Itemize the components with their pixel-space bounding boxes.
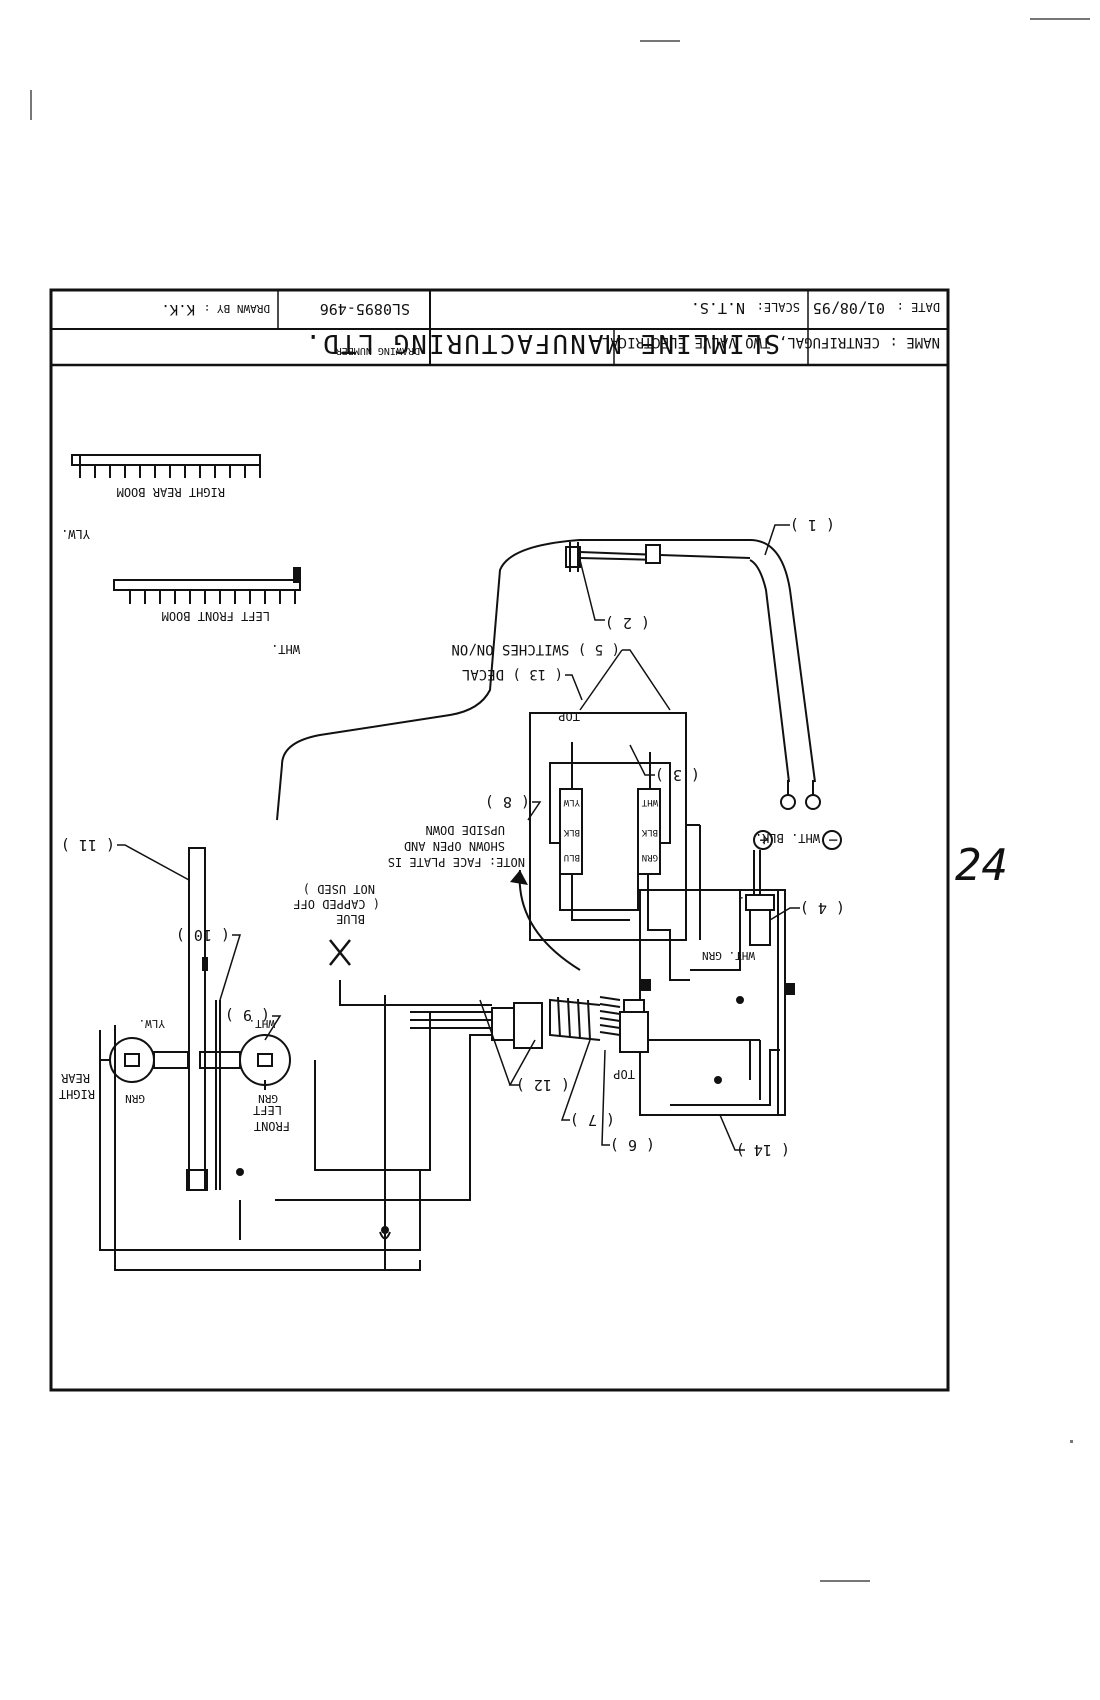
blue-label-1: BLUE — [336, 912, 365, 926]
grn-valve-label-2: GRN — [125, 1092, 145, 1105]
note-line-2: SHOWN OPEN AND — [404, 839, 505, 853]
switch2-label-b: BLK — [563, 827, 580, 837]
conduit-assembly — [410, 996, 649, 1053]
callout-2: ( 2 ) — [605, 614, 650, 632]
valve-front-left — [199, 1034, 291, 1086]
callout-11: ( 11 ) — [61, 836, 115, 854]
valve-wiring — [99, 995, 492, 1271]
callout-3: ( 3 ) — [655, 766, 700, 784]
title-drawn-by-label: DRAWN BY : — [204, 302, 270, 315]
front-label-2: LEFT — [253, 1103, 282, 1117]
grn-valve-label-1: GRN — [258, 1092, 278, 1105]
title-block: NAME : CENTRIFUGAL, TWO VALVE ELECTRICAL… — [51, 290, 948, 367]
page-number: 24 — [955, 840, 1008, 891]
callout-6: ( 6 ) — [610, 1136, 655, 1154]
title-drawing-number-label: DRAWING NUMBER — [335, 345, 420, 356]
battery-cable — [276, 539, 816, 821]
battery-wht-blk-label: WHT. BLK. — [755, 831, 820, 845]
battery-minus: − — [828, 831, 838, 850]
top-label-box: TOP — [613, 1067, 635, 1081]
title-drawing-number-value: SL0895-496 — [320, 300, 410, 318]
right-label-2: REAR — [60, 1071, 90, 1085]
title-drawn-by-value: K.K. — [161, 301, 195, 317]
rotated-drawing: NAME : CENTRIFUGAL, TWO VALVE ELECTRICAL… — [49, 288, 950, 1392]
boom-ylw-label: YLW. — [61, 527, 90, 541]
right-rear-boom — [71, 454, 261, 478]
callout-10: ( 10 ) — [176, 926, 230, 944]
wht-grn-label: WHT. GRN — [702, 949, 755, 962]
ylw-valve-label: YLW. — [139, 1017, 166, 1030]
switch2-label-a: BLU — [564, 852, 580, 862]
blue-label-3: NOT USED ) — [303, 882, 375, 896]
battery-plus: + — [759, 831, 769, 850]
top-label-panel: TOP — [558, 709, 580, 723]
title-name-label: NAME : — [889, 334, 940, 350]
title-scale-value: N.T.S. — [691, 299, 745, 317]
callout-4: ( 4 ) — [800, 899, 845, 917]
title-date-label: DATE : — [897, 300, 940, 314]
battery-terminals — [753, 780, 842, 850]
valve-bracket — [186, 847, 221, 1191]
blue-label-2: ( CAPPED OFF — [293, 897, 380, 911]
note-arrow — [518, 869, 581, 971]
callout-1: ( 1 ) — [790, 516, 835, 534]
valve-right-rear — [109, 1037, 189, 1083]
switch1-label-b: BLK — [641, 827, 658, 837]
switch-panel — [529, 712, 701, 981]
title-company: SLIMLINE MANUFACTURING LTD. — [303, 328, 780, 358]
wht-valve-label: WHT. — [249, 1017, 276, 1030]
left-front-boom-label: LEFT FRONT BOOM — [162, 609, 270, 623]
drawing-frame — [49, 288, 950, 1392]
callout-13: ( 13 ) DECAL — [462, 666, 563, 682]
positive-terminal-symbol — [753, 830, 773, 850]
front-label-1: FRONT — [254, 1119, 290, 1133]
callout-14: ( 14 ) — [736, 1141, 790, 1159]
title-scale-label: SCALE: — [757, 300, 800, 314]
callout-12: ( 12 ) — [516, 1076, 570, 1094]
left-front-boom — [113, 567, 301, 604]
title-date-value: 01/08/95 — [813, 299, 885, 317]
switch1-label-a: GRN — [642, 852, 658, 862]
capped-off-x — [329, 939, 351, 966]
negative-terminal-symbol — [822, 830, 842, 850]
note-line-1: NOTE: FACE PLATE IS — [388, 855, 525, 869]
right-label-1: RIGHT — [59, 1087, 95, 1101]
boom-wht-label: WHT. — [271, 642, 300, 656]
callout-7: ( 7 ) — [570, 1111, 615, 1129]
callout-9: ( 9 ) — [225, 1006, 270, 1024]
strain-relief — [745, 850, 775, 946]
switch2-label-c: YLW — [563, 797, 580, 807]
scan-noise — [30, 18, 1090, 1582]
note-line-3: UPSIDE DOWN — [426, 823, 505, 837]
callout-8: ( 8 ) — [485, 793, 530, 811]
right-rear-boom-label: RIGHT REAR BOOM — [117, 485, 225, 499]
switch1-label-c: WHT — [641, 797, 658, 807]
callout-5: ( 5 ) SWITCHES ON/ON — [451, 641, 620, 657]
title-name-value: CENTRIFUGAL, TWO VALVE ELECTRICAL — [602, 334, 880, 350]
